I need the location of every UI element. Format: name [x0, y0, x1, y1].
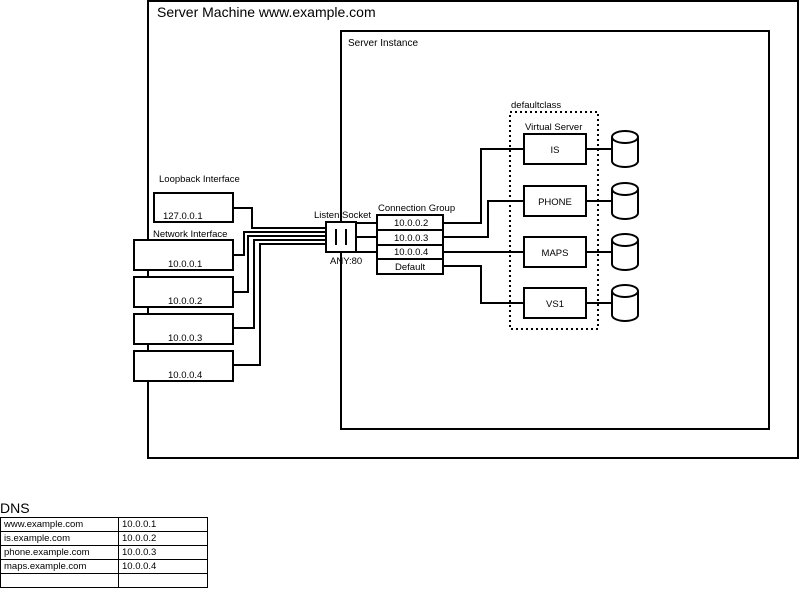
dns-row: maps.example.com 10.0.0.4: [0, 559, 208, 574]
dns-row: phone.example.com 10.0.0.3: [0, 545, 208, 560]
network-interface-box: [133, 276, 234, 308]
dns-row: [0, 573, 208, 588]
dns-ip: [118, 573, 208, 588]
dns-table: www.example.com 10.0.0.1 is.example.com …: [0, 517, 208, 588]
connection-group-row-label: Default: [395, 262, 425, 273]
database-icon: [611, 284, 639, 322]
server-machine-label: Server Machine www.example.com: [157, 4, 376, 20]
database-icon: [611, 182, 639, 220]
virtual-server-label: VS1: [546, 299, 564, 310]
dns-ip: 10.0.0.2: [118, 531, 208, 546]
listen-socket-address: ANY:80: [330, 256, 362, 267]
dns-ip: 10.0.0.1: [118, 517, 208, 532]
server-instance-label: Server Instance: [348, 38, 418, 49]
virtual-server-heading: Virtual Server: [525, 122, 582, 133]
network-interface-heading: Network Interface: [153, 229, 227, 240]
connection-group-row-label: 10.0.0.3: [394, 233, 428, 244]
dns-ip: 10.0.0.4: [118, 559, 208, 574]
network-interface-box: [133, 313, 234, 345]
virtual-server-group: IS PHONE MAPS VS1: [523, 133, 587, 319]
network-interface-box: [133, 239, 234, 271]
dns-host: www.example.com: [0, 517, 119, 532]
defaultclass-label: defaultclass: [511, 100, 561, 111]
network-interface-address: 10.0.0.4: [168, 370, 202, 381]
virtual-server-box: [523, 287, 587, 319]
database-icon: [611, 233, 639, 271]
loopback-interface-box: [153, 192, 234, 223]
network-interface-address: 10.0.0.3: [168, 333, 202, 344]
listen-socket-box: [325, 221, 357, 253]
dns-title: DNS: [0, 500, 30, 516]
network-interface-address: 10.0.0.2: [168, 296, 202, 307]
loopback-address: 127.0.0.1: [163, 211, 203, 222]
virtual-server-box: [523, 185, 587, 217]
connection-group-table: 10.0.0.2 10.0.0.3 10.0.0.4 Default: [376, 214, 444, 275]
virtual-server-label: MAPS: [542, 248, 569, 259]
database-icon: [611, 130, 639, 168]
connection-group-row-label: 10.0.0.4: [394, 247, 428, 258]
network-interface-group: 10.0.0.1 10.0.0.2 10.0.0.3 10.0.0.4: [133, 239, 234, 382]
connection-group-heading: Connection Group: [378, 203, 455, 214]
listen-socket-heading: Listen Socket: [314, 210, 371, 221]
virtual-server-box: [523, 236, 587, 268]
virtual-server-box: [523, 133, 587, 165]
dns-host: phone.example.com: [0, 545, 119, 560]
wires: [233, 148, 612, 366]
dns-ip: 10.0.0.3: [118, 545, 208, 560]
network-interface-box: [133, 350, 234, 382]
defaultclass-frame: [509, 111, 599, 330]
dns-row: www.example.com 10.0.0.1: [0, 517, 208, 532]
virtual-server-label: PHONE: [538, 197, 572, 208]
dns-host: maps.example.com: [0, 559, 119, 574]
connection-group-row: [376, 258, 444, 275]
virtual-server-label: IS: [551, 145, 560, 156]
network-interface-address: 10.0.0.1: [168, 259, 202, 270]
loopback-interface-heading: Loopback Interface: [159, 174, 240, 185]
dns-host: is.example.com: [0, 531, 119, 546]
connection-group-row-label: 10.0.0.2: [394, 218, 428, 229]
dns-row: is.example.com 10.0.0.2: [0, 531, 208, 546]
dns-host: [0, 573, 119, 588]
